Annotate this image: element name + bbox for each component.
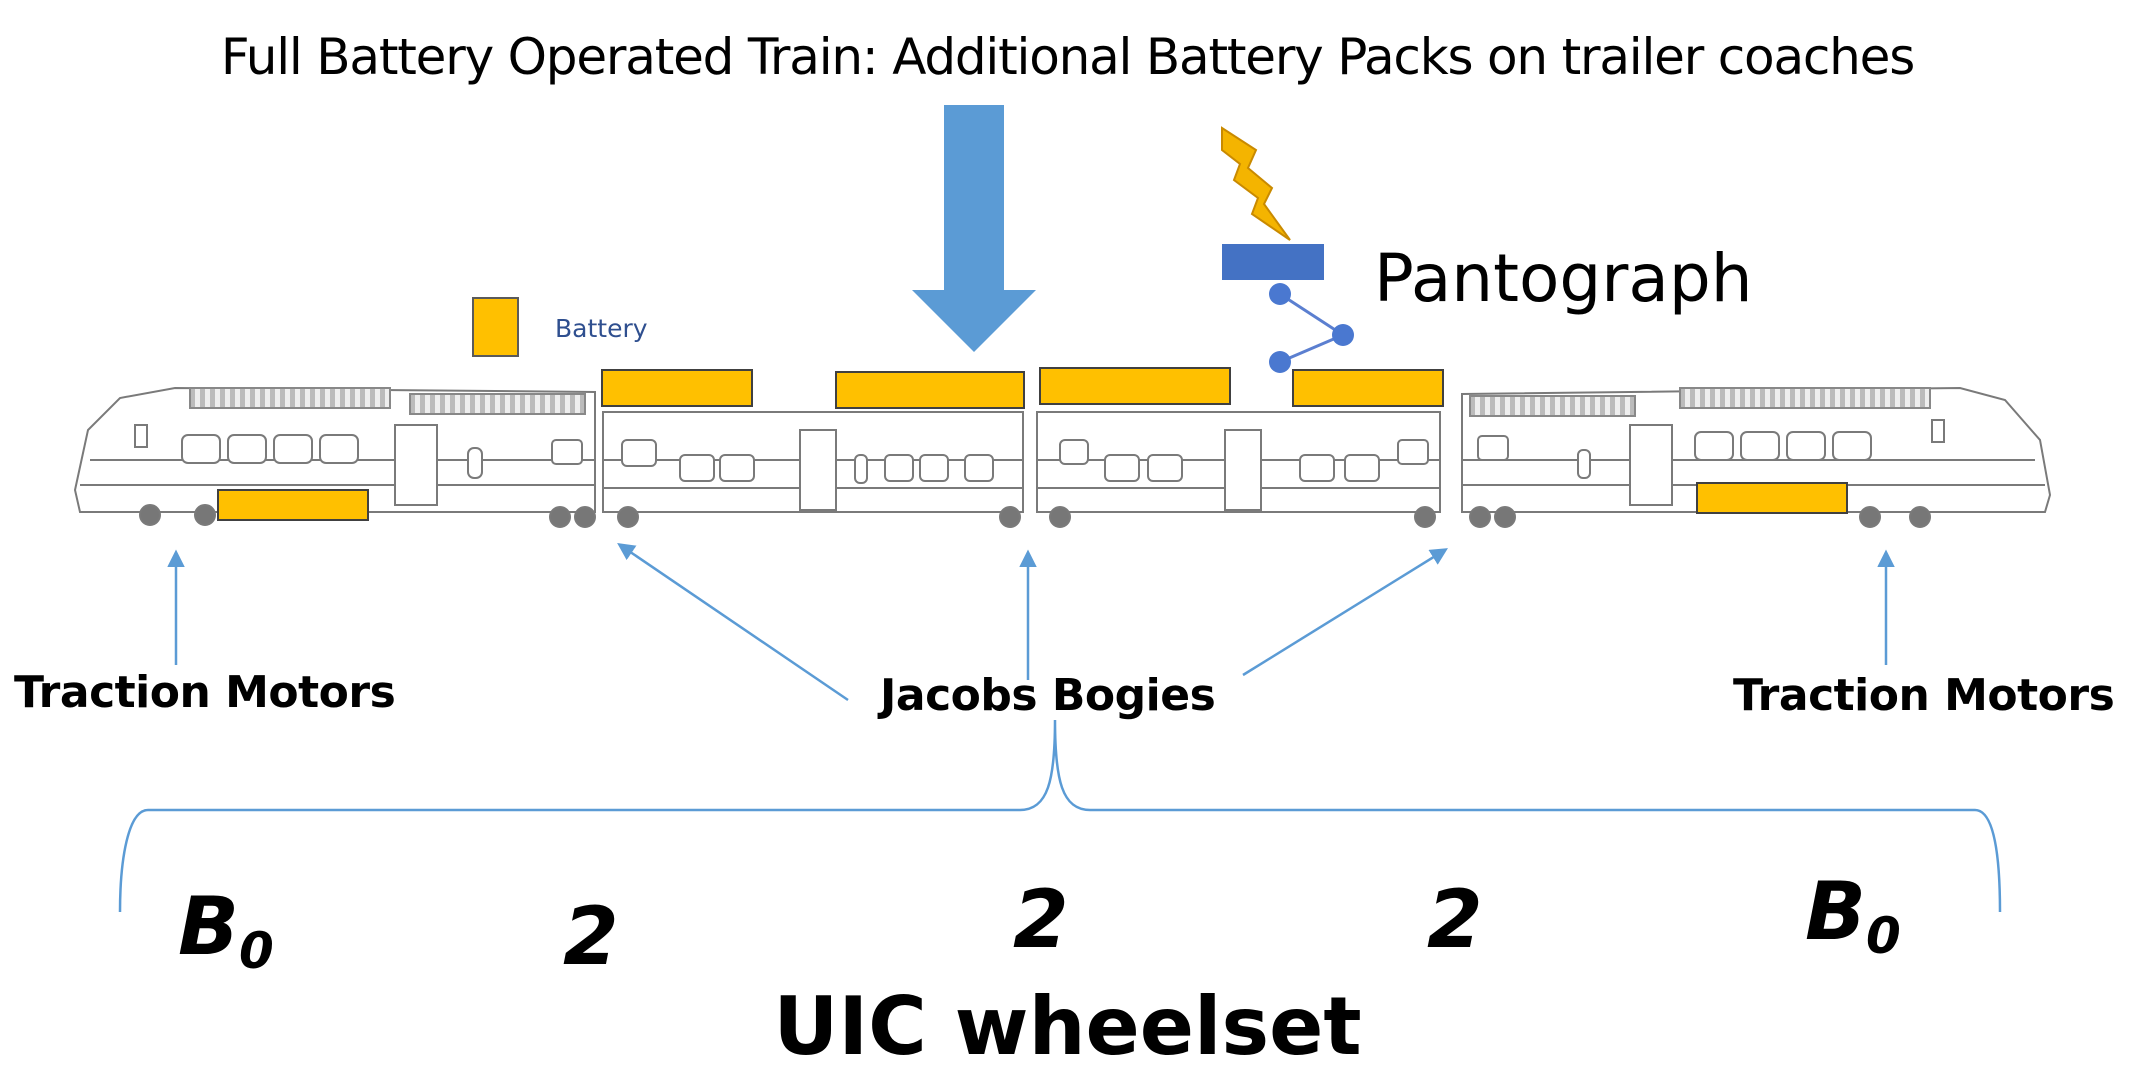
pantograph-label: Pantograph [1374,240,1753,317]
uic-wheelset-caption: UIC wheelset [773,980,1362,1073]
pointer-arrows [167,543,1895,702]
left-motor-car [73,386,596,528]
wheelset-item: 2 [1427,873,1483,966]
right-motor-car [1461,386,2052,528]
pantograph-icon [1222,244,1354,373]
wheelset-item: B0 [178,880,274,980]
battery-pack-roof-3 [1039,367,1231,405]
down-arrow [912,105,1036,352]
diagram-title: Full Battery Operated Train: Additional … [220,28,1915,86]
jacobs-bogies-label: Jacobs Bogies [880,670,1216,721]
battery-packs [217,367,1848,521]
wheelset-item: B0 [1805,865,1901,965]
trailer-car-1 [602,411,1024,528]
battery-pack-roof-2 [835,371,1025,409]
traction-motors-left-label: Traction Motors [14,667,396,718]
arrow-jacobs-1 [617,543,849,702]
battery-pack-left-underfloor [217,489,369,521]
battery-legend-label: Battery [555,314,648,343]
battery-pack-right-underfloor [1696,482,1848,514]
wheelset-item: 2 [563,890,619,983]
train-drawing [73,386,2052,528]
wheelset-item: 2 [1013,873,1069,966]
battery-legend-swatch [472,297,519,357]
battery-pack-roof-4 [1292,369,1444,407]
arrow-jacobs-3 [1242,548,1448,677]
battery-pack-roof-1 [601,369,753,407]
traction-motors-right-label: Traction Motors [1733,670,2115,721]
lightning-bolt-icon [1221,126,1291,241]
trailer-car-2 [1036,411,1441,528]
curly-brace [118,719,2002,913]
